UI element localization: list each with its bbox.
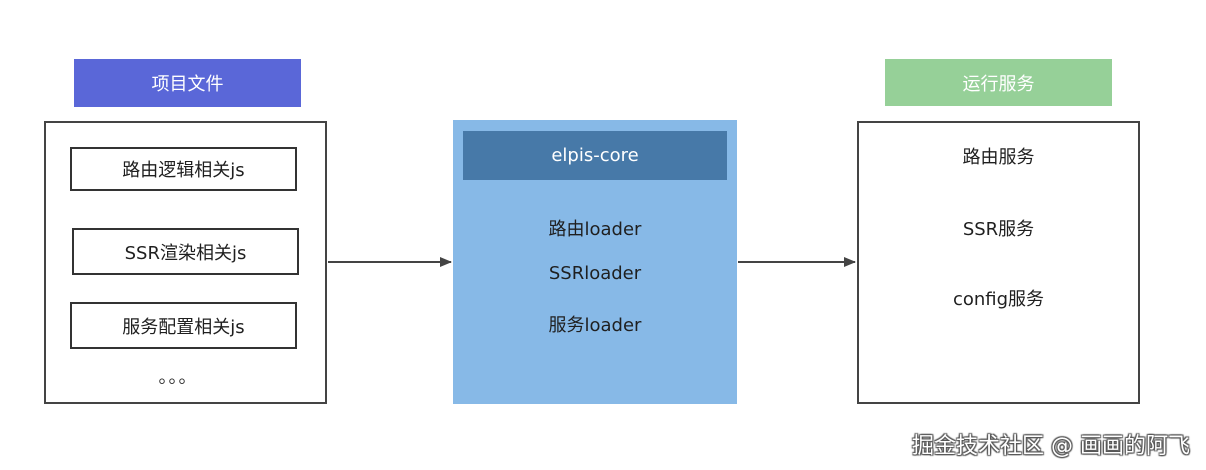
runtime-services-header: 运行服务	[885, 59, 1112, 106]
service-item-routing: 路由服务	[962, 147, 1035, 168]
elpis-core-title-label: elpis-core	[551, 145, 639, 166]
loader-item-ssr: SSRloader	[548, 262, 642, 284]
runtime-services-box	[857, 121, 1140, 404]
ellipsis: 。。。	[158, 367, 198, 388]
service-item-config: config服务	[952, 289, 1045, 310]
service-item-ssr: SSR服务	[962, 219, 1035, 240]
project-file-item-label: 服务配置相关js	[122, 316, 245, 338]
project-files-header-label: 项目文件	[151, 74, 224, 95]
elpis-core-title: elpis-core	[463, 131, 727, 180]
loader-item-routing: 路由loader	[548, 219, 642, 240]
project-file-item-ssr: SSR渲染相关js	[72, 228, 299, 275]
project-file-item-routing: 路由逻辑相关js	[70, 147, 297, 191]
loader-item-service: 服务loader	[548, 315, 642, 336]
runtime-services-header-label: 运行服务	[962, 73, 1035, 95]
watermark: 掘金技术社区 @ 画画的阿飞	[912, 434, 1190, 459]
project-file-item-label: SSR渲染相关js	[124, 242, 247, 264]
project-file-item-config: 服务配置相关js	[70, 302, 297, 349]
project-files-header: 项目文件	[74, 59, 301, 107]
project-file-item-label: 路由逻辑相关js	[122, 160, 245, 181]
